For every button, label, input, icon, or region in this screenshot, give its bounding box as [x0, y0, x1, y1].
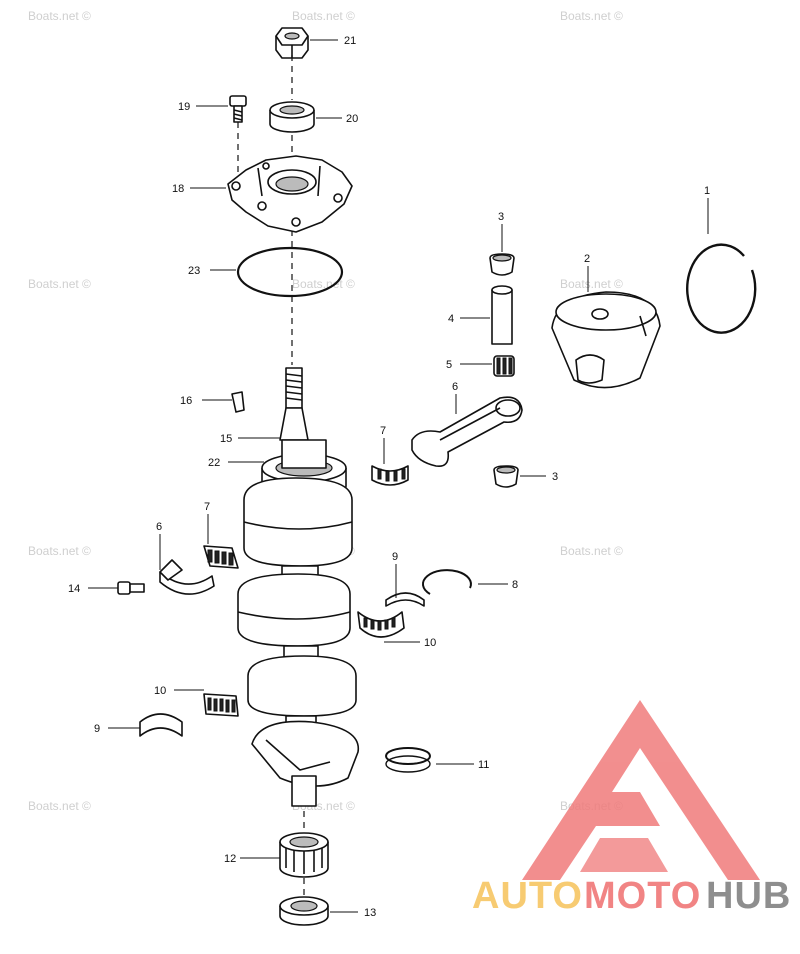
callout-6: 6: [156, 521, 162, 533]
callout-10: 10: [154, 685, 166, 697]
callout-22: 22: [208, 457, 220, 469]
watermark: Boats.net ©: [28, 277, 91, 291]
callout-7: 7: [380, 425, 386, 437]
watermark: Boats.net ©: [28, 544, 91, 558]
part-16-key: [231, 391, 245, 413]
callout-19: 19: [178, 101, 190, 113]
part-11-ring: [385, 747, 431, 773]
callout-5: 5: [446, 359, 452, 371]
part-4-wrist-pin: [491, 285, 513, 345]
callout-7: 7: [204, 501, 210, 513]
part-20-seal: [269, 101, 315, 133]
callout-20: 20: [346, 113, 358, 125]
callout-14: 14: [68, 583, 80, 595]
callout-21: 21: [344, 35, 356, 47]
part-14-screw: [117, 581, 145, 595]
watermark: Boats.net ©: [560, 277, 623, 291]
part-9-half-right: [385, 592, 425, 607]
part-8-snap-ring: [421, 569, 472, 595]
watermark: Boats.net ©: [28, 799, 91, 813]
part-19-bolt: [229, 95, 247, 123]
watermark: Boats.net ©: [292, 277, 355, 291]
leader-lines: [88, 39, 709, 913]
automotohub-logo: AUTO MOTO HUB: [472, 700, 791, 917]
watermark: Boats.net ©: [28, 9, 91, 23]
part-7-bearing-right: [371, 465, 409, 486]
part-3-bushing-top: [489, 253, 515, 276]
callout-labels: 21 20 19 18 23 16 15 22 1 2 3 4 5 6 7 3 …: [68, 35, 710, 919]
part-23-o-ring: [236, 246, 344, 298]
part-3-bushing-bottom: [493, 465, 519, 488]
part-9-half-left: [139, 713, 183, 737]
part-18-end-cap: [227, 155, 353, 233]
part-7-bearing-left: [203, 545, 239, 569]
watermark: Boats.net ©: [560, 9, 623, 23]
logo-word-auto: AUTO: [472, 875, 583, 917]
callout-12: 12: [224, 853, 236, 865]
part-6-cage-left: [159, 559, 215, 595]
callout-4: 4: [448, 313, 454, 325]
logo-mark: [522, 700, 760, 880]
part-6-connecting-rod: [411, 396, 523, 468]
callout-16: 16: [180, 395, 192, 407]
callout-1: 1: [704, 185, 710, 197]
callout-3: 3: [552, 471, 558, 483]
callout-10: 10: [424, 637, 436, 649]
callout-15: 15: [220, 433, 232, 445]
part-10-bearing-right: [357, 611, 405, 638]
callout-8: 8: [512, 579, 518, 591]
callout-23: 23: [188, 265, 200, 277]
part-1-piston-ring: [686, 243, 757, 334]
watermark: Boats.net ©: [292, 9, 355, 23]
crankshaft: [237, 367, 360, 807]
part-21-nut: [275, 27, 309, 59]
part-5-needle-bearing: [493, 355, 515, 377]
watermark: Boats.net ©: [560, 544, 623, 558]
logo-word-moto: MOTO: [584, 875, 701, 917]
callout-2: 2: [584, 253, 590, 265]
callout-3: 3: [498, 211, 504, 223]
callout-9: 9: [94, 723, 100, 735]
part-12-roller-bearing: [279, 832, 329, 878]
callout-18: 18: [172, 183, 184, 195]
part-2-piston: [551, 291, 661, 389]
callout-9: 9: [392, 551, 398, 563]
logo-word-hub: HUB: [706, 875, 791, 917]
callout-11: 11: [478, 759, 489, 771]
callout-6: 6: [452, 381, 458, 393]
part-10-bearing-left: [203, 693, 239, 717]
part-13-washer: [279, 896, 329, 926]
callout-13: 13: [364, 907, 376, 919]
